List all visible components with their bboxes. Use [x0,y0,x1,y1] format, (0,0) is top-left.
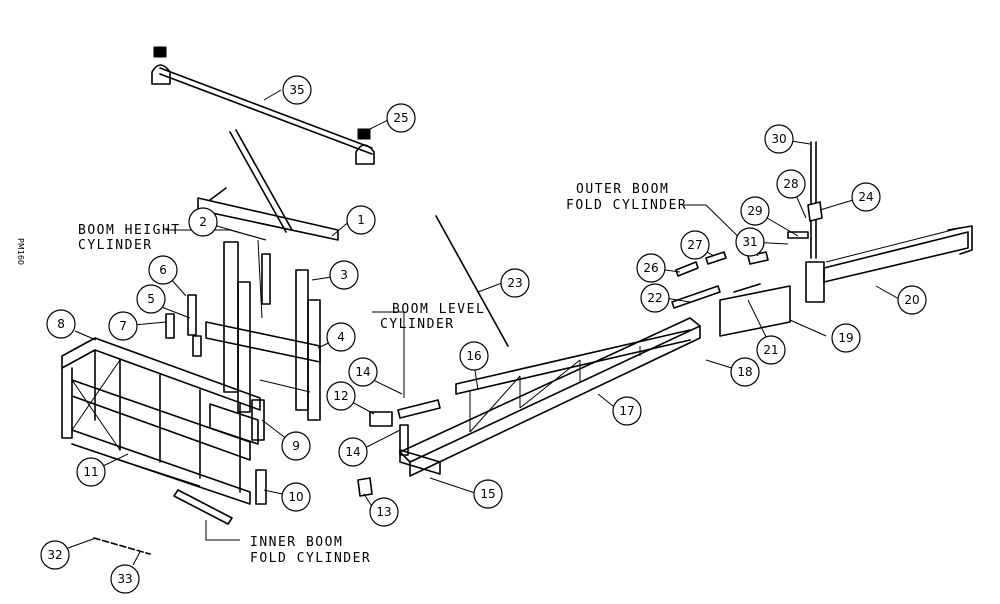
callout-25: 25 [386,103,416,133]
drawing-code: PM160 [16,238,25,265]
callout-27: 27 [680,230,710,260]
callout-17: 17 [612,396,642,426]
center-frame [61,337,261,505]
svg-text:11: 11 [83,465,98,479]
boom-level-parts [357,399,441,497]
long-rod [435,215,509,347]
callout-14-upper: 14 [348,357,378,387]
callout-4: 4 [326,322,356,352]
callout-30: 30 [764,124,794,154]
callout-3: 3 [329,260,359,290]
callout-32: 32 [40,540,70,570]
svg-text:24: 24 [858,190,873,204]
small-links [165,294,202,357]
boom-level-note-1: BOOM LEVEL [392,302,485,317]
callout-9: 9 [281,431,311,461]
svg-text:1: 1 [357,213,365,227]
svg-text:5: 5 [147,292,155,306]
svg-text:28: 28 [783,177,798,191]
svg-text:7: 7 [119,319,127,333]
callout-20: 20 [897,285,927,315]
callout-12: 12 [326,381,356,411]
callout-28: 28 [776,169,806,199]
svg-text:6: 6 [159,263,167,277]
svg-text:18: 18 [737,365,752,379]
svg-text:22: 22 [647,291,662,305]
boom-level-note-2: CYLINDER [380,317,455,332]
svg-text:35: 35 [289,83,304,97]
svg-text:32: 32 [47,548,62,562]
callout-35: 35 [282,75,312,105]
callout-1: 1 [346,205,376,235]
svg-text:12: 12 [333,389,348,403]
callout-18: 18 [730,357,760,387]
callout-29: 29 [740,196,770,226]
callout-13: 13 [369,497,399,527]
svg-text:15: 15 [480,487,495,501]
callout-26: 26 [636,253,666,283]
callout-14-lower: 14 [338,437,368,467]
svg-text:10: 10 [288,490,303,504]
outer-boom-note-2: FOLD CYLINDER [566,198,687,213]
upper-bracket [197,129,339,241]
callout-24: 24 [851,182,881,212]
svg-text:14: 14 [355,365,370,379]
mast-frame [205,239,321,441]
outer-boom [805,225,973,303]
svg-text:21: 21 [763,343,778,357]
callout-2: 2 [188,207,218,237]
svg-text:2: 2 [199,215,207,229]
svg-text:27: 27 [687,238,702,252]
callout-6: 6 [148,255,178,285]
svg-text:4: 4 [337,330,345,344]
chain [93,537,151,555]
svg-text:30: 30 [771,132,786,146]
callout-7: 7 [108,311,138,341]
outer-hinge [671,283,791,337]
callout-11: 11 [76,457,106,487]
callouts: 1 2 3 4 5 6 7 8 9 10 11 12 13 14 14 15 1… [40,75,927,594]
svg-text:23: 23 [507,276,522,290]
svg-text:3: 3 [340,268,348,282]
callout-21: 21 [756,335,786,365]
outer-boom-note-1: OUTER BOOM [576,182,669,197]
upper-pins [787,141,823,259]
svg-text:9: 9 [292,439,300,453]
boom-height-note-1: BOOM HEIGHT [78,223,181,238]
svg-text:19: 19 [838,331,853,345]
top-crossbar [151,46,375,165]
callout-22: 22 [640,283,670,313]
inner-boom-note-1: INNER BOOM [250,535,343,550]
callout-8: 8 [46,309,76,339]
callout-23: 23 [500,268,530,298]
svg-text:33: 33 [117,572,132,586]
svg-text:17: 17 [619,404,634,418]
svg-text:20: 20 [904,293,919,307]
svg-text:25: 25 [393,111,408,125]
part-10 [255,469,267,505]
callout-33: 33 [110,564,140,594]
callout-5: 5 [136,284,166,314]
svg-text:31: 31 [742,235,757,249]
inner-boom [399,317,701,477]
svg-text:8: 8 [57,317,65,331]
inner-boom-note-2: FOLD CYLINDER [250,551,371,566]
callout-15: 15 [473,479,503,509]
inner-boom-cylinder [173,489,233,525]
svg-text:16: 16 [466,349,481,363]
svg-text:29: 29 [747,204,762,218]
svg-text:13: 13 [376,505,391,519]
callout-19: 19 [831,323,861,353]
notes: BOOM HEIGHT CYLINDER BOOM LEVEL CYLINDER… [78,182,687,566]
svg-text:26: 26 [643,261,658,275]
callout-31: 31 [735,227,765,257]
svg-text:14: 14 [345,445,360,459]
callout-16: 16 [459,341,489,371]
boom-height-note-2: CYLINDER [78,238,153,253]
callout-10: 10 [281,482,311,512]
